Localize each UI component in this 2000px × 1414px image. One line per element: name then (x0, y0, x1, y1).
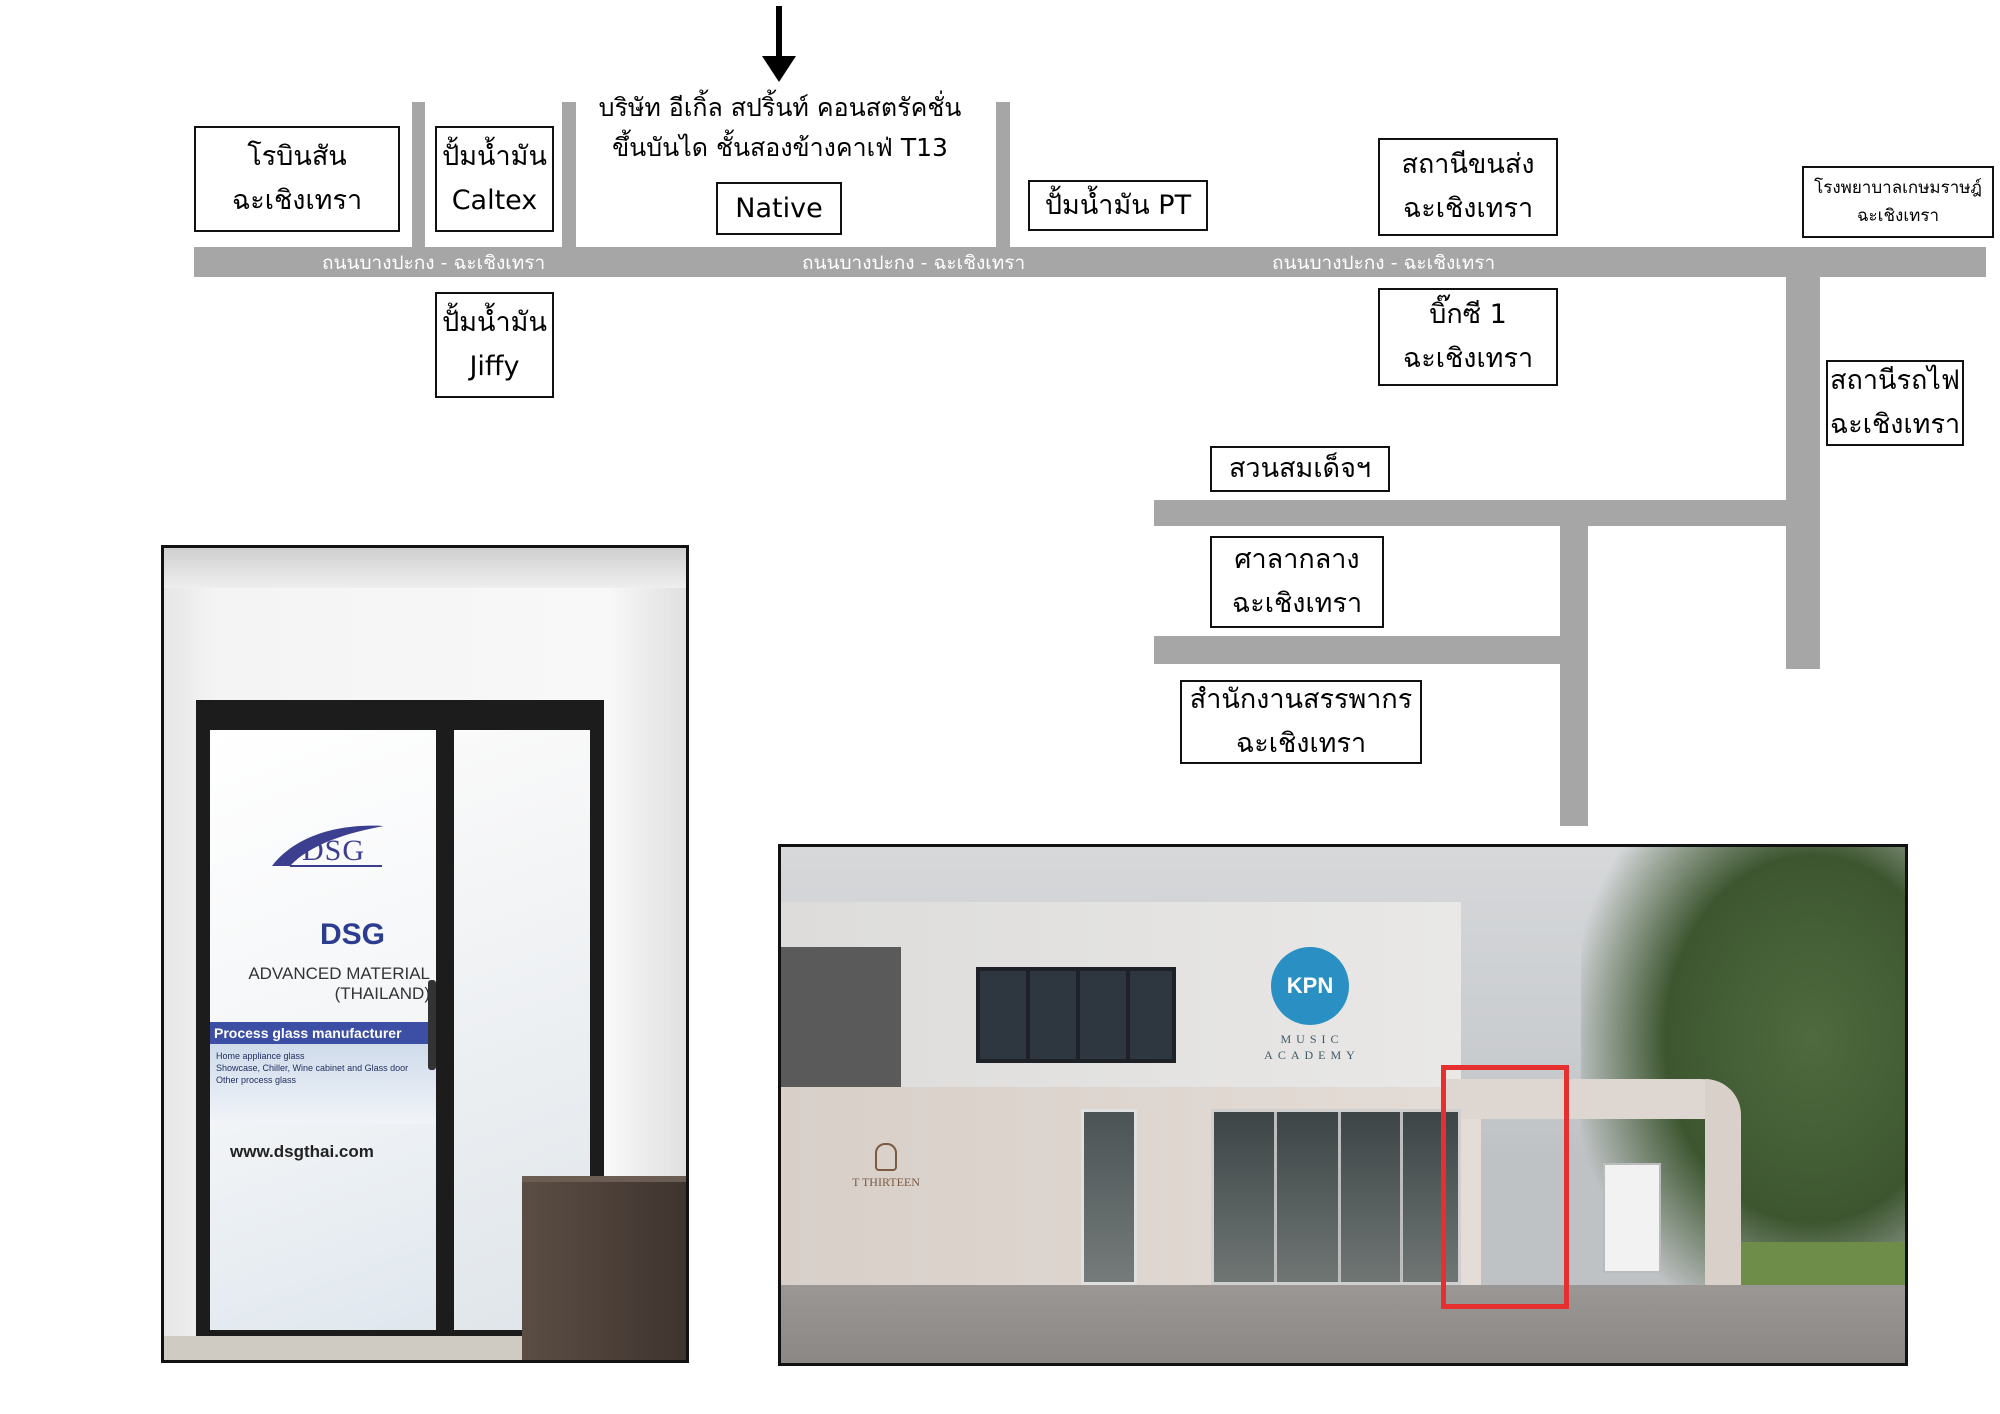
branch-road-vertical (1786, 277, 1820, 669)
dsg-subtitle-2: (THAILAND) (334, 984, 430, 1003)
landmark-train-station-city: ฉะเชิงเทรา (1829, 409, 1961, 440)
landmark-pt: ปั้มน้ำมัน PT (1028, 180, 1208, 231)
canopy-post (1705, 1079, 1741, 1289)
cabinet (522, 1176, 686, 1360)
dsg-title: DSG (320, 918, 386, 951)
dsg-website: www.dsgthai.com (230, 1142, 374, 1161)
cafe-logo-icon (875, 1143, 897, 1171)
landmark-bus-station-city: ฉะเชิงเทรา (1402, 193, 1534, 224)
landmark-revenue-office-name: สำนักงานสรรพากร (1189, 684, 1413, 715)
arrow-shaft (776, 6, 782, 60)
dsg-product-item: Other process glass (216, 1075, 297, 1085)
eye-swoosh-icon (272, 825, 384, 867)
landmark-robinson-city: ฉะเชิงเทรา (231, 185, 363, 216)
landmark-hospital: โรงพยาบาลเกษมราษฎ์ ฉะเชิงเทรา (1802, 166, 1994, 238)
door-frame: DSG DSG ADVANCED MATERIAL (THAILAND) Pro… (196, 700, 604, 1344)
canopy (1441, 1079, 1741, 1119)
ceiling (164, 548, 686, 588)
dsg-band: Process glass manufacturer (210, 1022, 436, 1044)
cafe-sign: T THIRTEEN (841, 1143, 931, 1190)
dsg-logo-text: DSG (302, 834, 366, 867)
building-photo: KPN MUSIC ACADEMY T THIRTEEN (778, 844, 1908, 1366)
revenue-road-vertical (1560, 526, 1588, 826)
cafe-name: T THIRTEEN (852, 1175, 920, 1189)
landmark-court: ศาลากลาง ฉะเชิงเทรา (1210, 536, 1384, 628)
road-label-2: ถนนบางปะกง - ฉะเชิงเทรา (802, 252, 1026, 274)
company-label: บริษัท อีเกิ้ล สปริ้นท์ คอนสตรัคชั่น ขึ้… (560, 88, 1000, 168)
landmark-native-name: Native (735, 192, 823, 224)
kpn-logo: KPN (1271, 947, 1349, 1025)
road-label-3: ถนนบางปะกง - ฉะเชิงเทรา (1272, 252, 1496, 274)
company-directions: ขึ้นบันได ชั้นสองข้างคาเฟ่ T13 (612, 133, 948, 162)
side-road-robinson (412, 102, 425, 247)
building-annex (781, 947, 901, 1097)
landmark-pt-name: ปั้มน้ำมัน PT (1044, 189, 1192, 221)
down-arrow-icon (762, 6, 796, 82)
side-road-caltex (562, 102, 576, 247)
side-road-pt (996, 102, 1010, 247)
landmark-bigc: บิ๊กซี 1 ฉะเชิงเทรา (1378, 288, 1558, 386)
upper-windows (976, 967, 1176, 1063)
dsg-subtitle-1: ADVANCED MATERIAL (248, 964, 430, 983)
dsg-logo: DSG (270, 820, 390, 880)
mountain-graphic (210, 1044, 436, 1124)
landmark-hospital-city: ฉะเชิงเทรา (1856, 206, 1940, 226)
dsg-product-item: Showcase, Chiller, Wine cabinet and Glas… (216, 1063, 409, 1073)
dsg-product-list: Home appliance glass Showcase, Chiller, … (216, 1050, 408, 1086)
landmark-robinson-name: โรบินสัน (247, 141, 347, 172)
road-label-1: ถนนบางปะกง - ฉะเชิงเทรา (322, 252, 546, 274)
landmark-bus-station-name: สถานีขนส่ง (1401, 149, 1535, 180)
company-name: บริษัท อีเกิ้ล สปริ้นท์ คอนสตรัคชั่น (598, 93, 962, 122)
arrow-head (762, 56, 796, 82)
landmark-bigc-name: บิ๊กซี 1 (1429, 299, 1507, 330)
landmark-bigc-city: ฉะเชิงเทรา (1402, 343, 1534, 374)
door-handle (428, 980, 436, 1070)
kpn-music: MUSIC (1280, 1032, 1344, 1046)
cafe-glass-front (1211, 1109, 1461, 1285)
landmark-hospital-name: โรงพยาบาลเกษมราษฎ์ (1814, 178, 1982, 198)
main-road (194, 247, 1986, 277)
landmark-caltex-brand: Caltex (451, 185, 538, 216)
court-road (1154, 636, 1586, 664)
kpn-music-academy: MUSIC ACADEMY (1247, 1031, 1377, 1063)
dsg-product-item: Home appliance glass (216, 1051, 305, 1061)
door-glass: DSG DSG ADVANCED MATERIAL (THAILAND) Pro… (210, 730, 436, 1330)
landmark-jiffy-brand: Jiffy (469, 351, 520, 382)
pavement (781, 1285, 1905, 1363)
cafe-door (1081, 1109, 1137, 1285)
landmark-robinson: โรบินสัน ฉะเชิงเทรา (194, 126, 400, 232)
landmark-jiffy-name: ปั้มน้ำมัน (442, 307, 547, 338)
landmark-bus-station: สถานีขนส่ง ฉะเชิงเทรา (1378, 138, 1558, 236)
landmark-caltex: ปั้มน้ำมัน Caltex (435, 126, 554, 232)
landmark-train-station: สถานีรถไฟ ฉะเชิงเทรา (1826, 360, 1964, 446)
landmark-court-name: ศาลากลาง (1234, 544, 1360, 575)
landmark-jiffy: ปั้มน้ำมัน Jiffy (435, 292, 554, 398)
landmark-revenue-office: สำนักงานสรรพากร ฉะเชิงเทรา (1180, 680, 1422, 764)
vending-machine (1603, 1163, 1661, 1273)
office-door-photo: DSG DSG ADVANCED MATERIAL (THAILAND) Pro… (161, 545, 689, 1363)
landmark-park-name: สวนสมเด็จฯ (1228, 453, 1372, 484)
landmark-park: สวนสมเด็จฯ (1210, 446, 1390, 492)
entrance-highlight (1441, 1065, 1569, 1309)
landmark-caltex-name: ปั้มน้ำมัน (442, 141, 547, 172)
landmark-native: Native (716, 182, 842, 235)
landmark-court-city: ฉะเชิงเทรา (1231, 588, 1363, 619)
landmark-train-station-name: สถานีรถไฟ (1830, 365, 1960, 396)
park-road (1154, 500, 1786, 526)
kpn-academy: ACADEMY (1264, 1048, 1360, 1062)
landmark-revenue-office-city: ฉะเชิงเทรา (1235, 728, 1367, 759)
